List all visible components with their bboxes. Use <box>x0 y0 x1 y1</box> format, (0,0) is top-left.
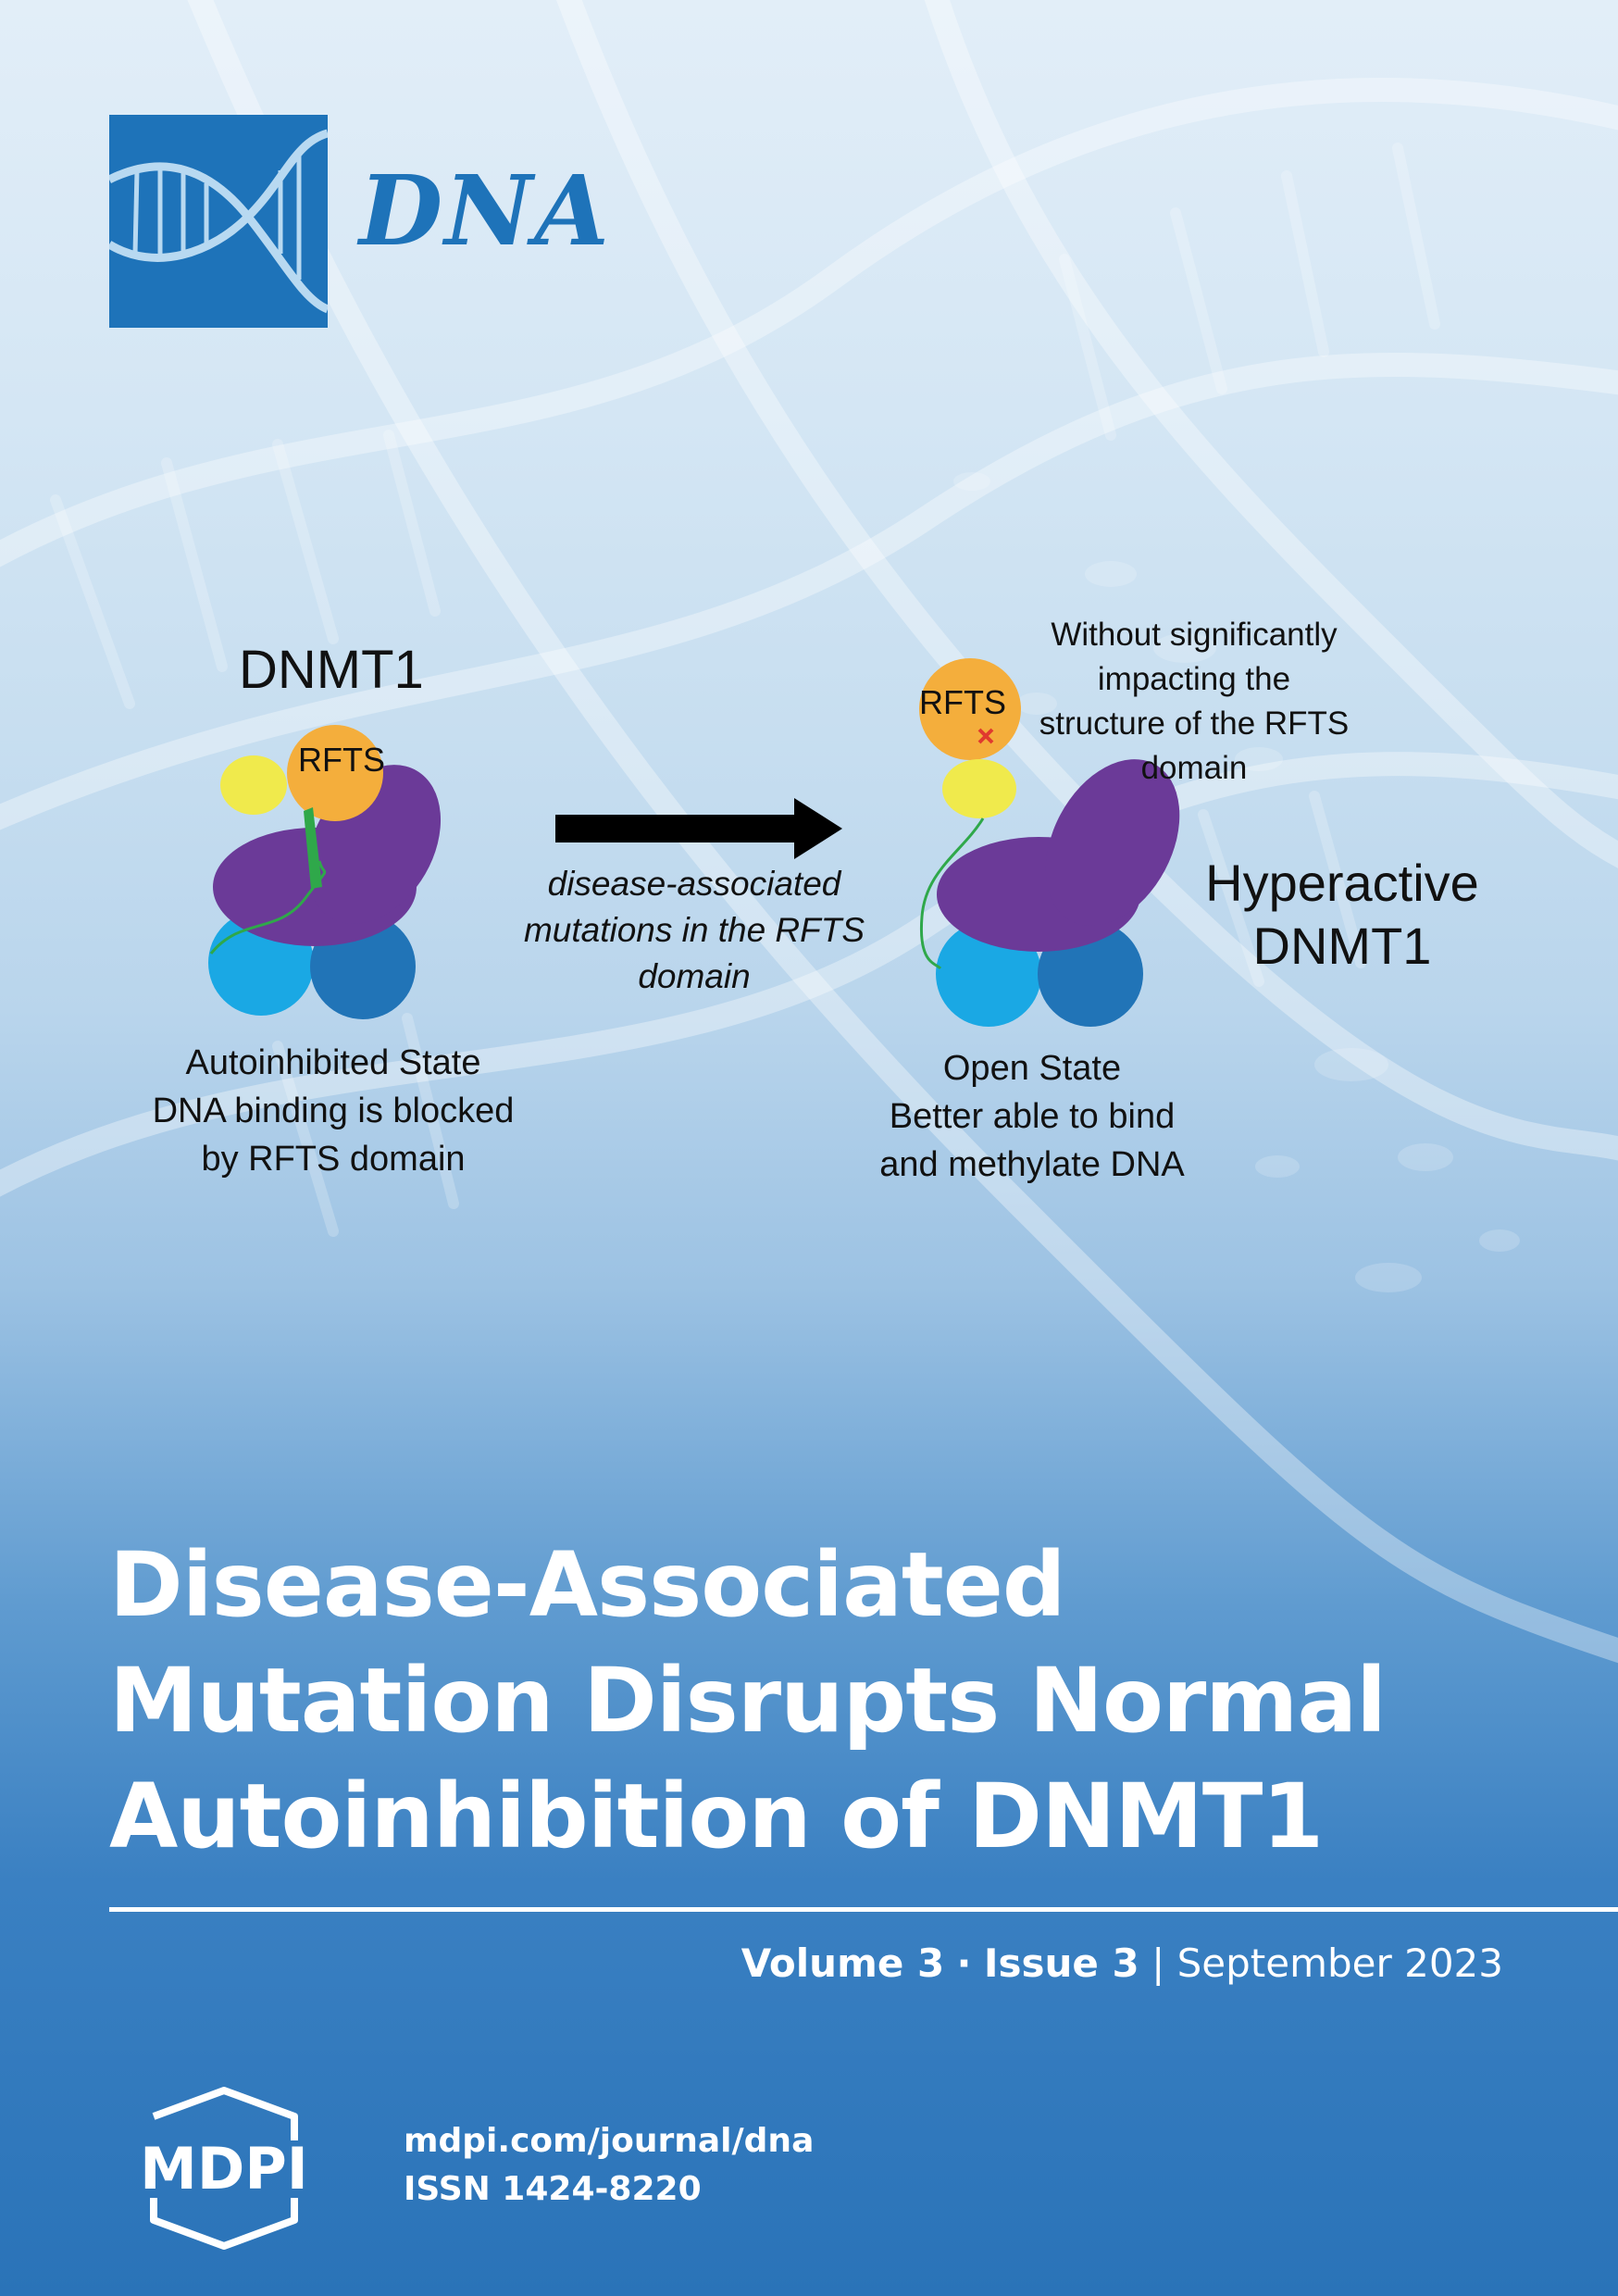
linker-domain <box>942 759 1016 818</box>
linker-strand <box>919 817 985 970</box>
journal-name: DNA <box>359 154 611 268</box>
left-dnmt1-label: DNMT1 <box>239 640 424 700</box>
transition-arrow <box>555 798 842 859</box>
volume-label: Volume 3 <box>741 1940 945 1986</box>
left-caption: Autoinhibited State DNA binding is block… <box>152 1043 515 1179</box>
journal-url[interactable]: mdpi.com/journal/dna <box>404 2122 815 2160</box>
issue-separator: · <box>956 1940 972 1986</box>
mutation-marker <box>977 728 994 744</box>
right-caption: Open State Better able to bind and methy… <box>879 1049 1185 1184</box>
dnmt1-diagram <box>208 658 1180 1027</box>
issue-info: Volume 3 · Issue 3 | September 2023 <box>741 1940 1503 1986</box>
autoinhibited-dnmt1-model <box>208 725 442 1019</box>
mdpi-hexagon-logo: MDPI <box>140 2087 308 2250</box>
issue-label: Issue 3 <box>983 1940 1139 1986</box>
arrow-caption: disease-associated mutations in the RFTS… <box>523 865 865 995</box>
title-line: Autoinhibition of DNMT1 <box>109 1765 1324 1868</box>
issn-label: ISSN 1424-8220 <box>404 2170 702 2208</box>
title-line: Disease-Associated <box>109 1533 1066 1637</box>
title-divider <box>109 1907 1618 1912</box>
catalytic-lobe <box>1045 759 1180 926</box>
issue-date: September 2023 <box>1176 1940 1503 1986</box>
hyperactive-dnmt1-model <box>919 658 1180 1027</box>
left-rfts-label: RFTS <box>298 741 385 779</box>
linker-domain <box>220 755 287 815</box>
dna-helix-icon <box>106 129 330 314</box>
hyperactive-label: Hyperactive DNMT1 <box>1205 854 1479 975</box>
rfts-domain <box>919 658 1021 760</box>
cover-title: Disease-Associated Mutation Disrupts Nor… <box>109 1528 1553 1875</box>
linker-strand <box>209 860 327 955</box>
right-rfts-label: RFTS <box>919 683 1006 721</box>
rfts-domain <box>287 725 383 821</box>
rfts-helix <box>304 807 322 889</box>
right-note: Without significantly impacting the stru… <box>1039 617 1350 786</box>
publisher-name: MDPI <box>140 2135 308 2202</box>
journal-logo <box>106 115 330 328</box>
title-line: Mutation Disrupts Normal <box>109 1649 1387 1753</box>
issue-divider: | <box>1151 1940 1165 1986</box>
